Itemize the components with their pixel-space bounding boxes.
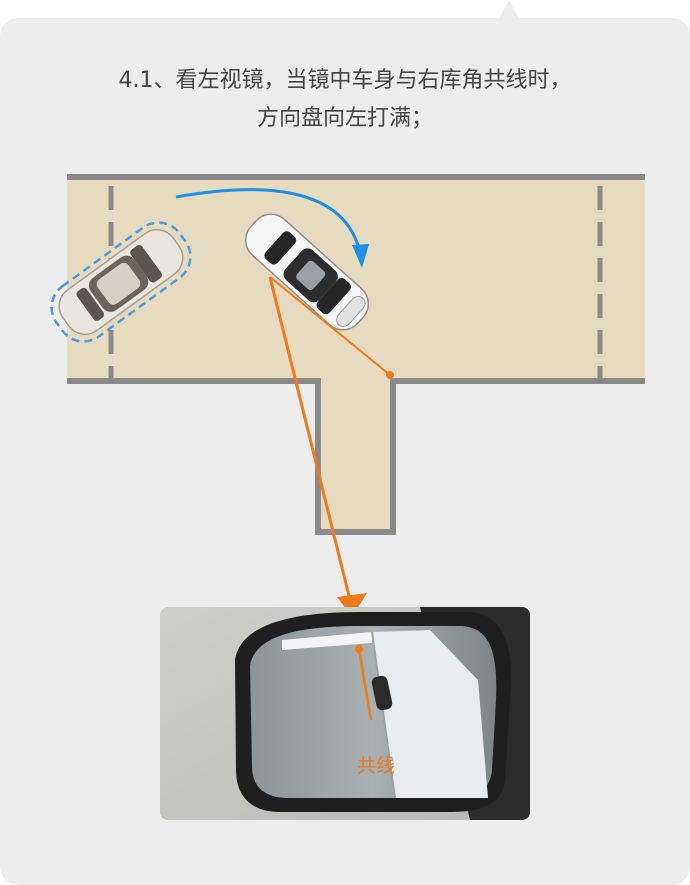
- caption-line-1: 4.1、看左视镜，当镜中车身与右库角共线时，: [118, 68, 572, 93]
- blue-curved-arrow-icon: [175, 188, 369, 268]
- collinear-line: [357, 648, 373, 721]
- ghost-car: [50, 221, 192, 343]
- corner-dot: [386, 371, 394, 379]
- collinear-label: 共线: [357, 755, 395, 777]
- orange-pointer-arrow-icon: [337, 593, 367, 617]
- corner-line: [269, 276, 391, 376]
- car-top-view: [244, 213, 370, 331]
- caption: 4.1、看左视镜，当镜中车身与右库角共线时， 方向盘向左打满；: [0, 62, 690, 138]
- lot-top-border: [67, 174, 645, 180]
- mirror-annotation: 共线: [355, 645, 395, 777]
- mirror-photo: [160, 607, 530, 820]
- collinear-dot: [355, 645, 363, 653]
- speech-notch: [498, 0, 520, 20]
- mirror-pointer-line: [268, 276, 352, 601]
- parking-lot: [67, 174, 645, 535]
- lot-bottom-border: [67, 378, 645, 535]
- sight-lines: [268, 276, 394, 617]
- caption-line-2: 方向盘向左打满；: [256, 106, 433, 131]
